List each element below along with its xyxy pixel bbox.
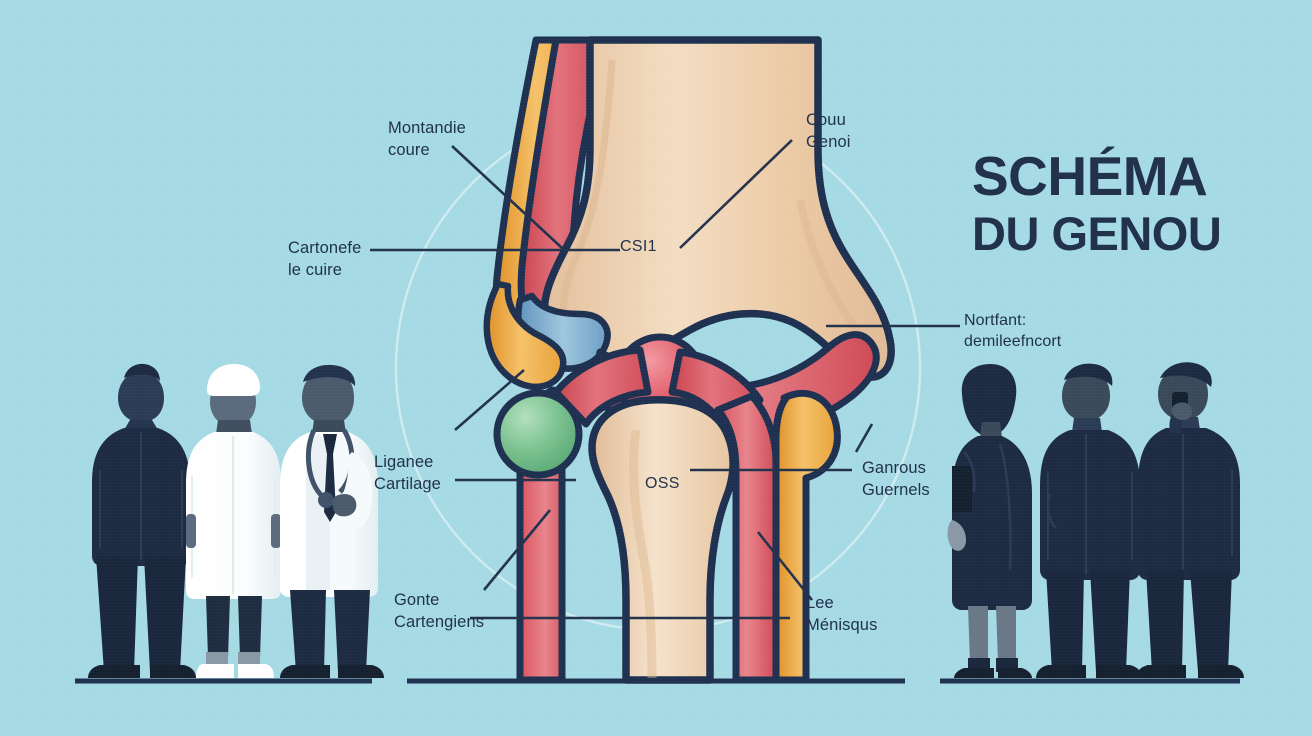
label-gonte-cartengiens: Gonte Cartengiens <box>394 591 485 631</box>
figure-group-right <box>940 362 1244 684</box>
femur-bone <box>540 36 895 381</box>
label-lee-menisqus: Lee Ménisqus <box>806 594 878 634</box>
leader-couu-genoi <box>679 139 793 249</box>
title-line-1: SCHÉMA <box>972 145 1208 207</box>
title-line-2: DU GENOU <box>972 207 1222 261</box>
bone-label-csr1: CSI1 <box>620 238 657 255</box>
figure-group-left <box>75 363 384 684</box>
knee-diagram-group <box>407 36 905 684</box>
label-montandie-coure: Montandie coure <box>388 119 466 159</box>
bone-label-oss: OSS <box>645 475 680 492</box>
label-ganrous-guernels: Ganrous Guernels <box>862 459 930 499</box>
label-notfant-demileefncort: Nortfant: demileefncort <box>964 312 1062 351</box>
patellar-arch-left <box>552 346 652 428</box>
label-couu-genoi: Couu Genoi <box>806 111 851 151</box>
fibula-tendon-orange <box>772 389 841 684</box>
label-liganee-cartilage: Liganee Cartilage <box>374 453 441 493</box>
figure-doctor-with-stethoscope <box>280 364 384 678</box>
bursa-orange-left <box>483 280 567 391</box>
figure-man-holding-phone <box>1136 362 1244 678</box>
leader-gonte-up <box>482 509 552 591</box>
leader-menisqus-up <box>756 531 814 601</box>
figure-man-in-dark-suit-back-view-right <box>1036 363 1142 678</box>
poster-title: SCHÉMA DU GENOU <box>972 148 1272 258</box>
bursa-green-sphere <box>493 389 583 479</box>
figure-woman-in-dark-coat-with-bag <box>947 364 1032 678</box>
label-cartonefe-le-cuire: Cartonefe le cuire <box>288 239 362 279</box>
figure-man-in-dark-suit-back-view <box>88 363 196 678</box>
leader-liganee <box>454 369 525 431</box>
tibia-bone <box>588 396 737 684</box>
leader-ganrous-up <box>854 423 874 453</box>
figure-person-in-white-coat-with-cap <box>186 364 281 678</box>
leader-montandie-coure <box>451 145 563 249</box>
callout-leader-lines <box>370 139 960 620</box>
femur-shading <box>560 59 616 324</box>
tibia-shading <box>629 429 657 679</box>
